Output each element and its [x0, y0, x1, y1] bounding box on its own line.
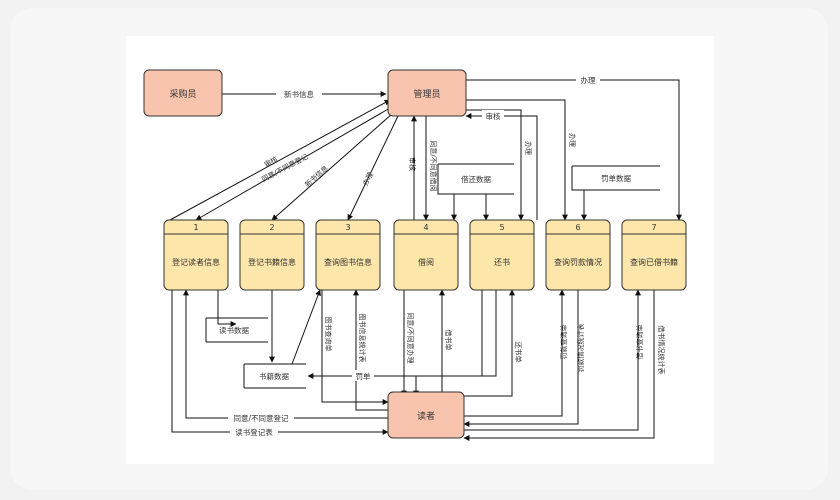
process-5-label: 还书	[494, 257, 510, 267]
process-3[interactable]: 3 查询图书信息	[315, 219, 381, 291]
process-4[interactable]: 4 借阅	[393, 219, 459, 291]
process-3-label: 查询图书信息	[324, 257, 372, 267]
flow-return-slip	[462, 289, 515, 397]
flow-handle-top	[466, 79, 682, 221]
flow-5-to-reader	[413, 290, 497, 397]
flow-borrow-store-4	[437, 164, 457, 221]
flow-agree-bottom	[183, 289, 388, 419]
flow-register-table	[171, 290, 389, 435]
flow-6-fine-req	[464, 289, 565, 417]
label-fine-slip: 罚单	[356, 371, 371, 381]
entity-admin[interactable]: 管理员	[387, 69, 467, 117]
store-reader-data: 读书数据	[219, 325, 249, 335]
label-borrow-4-req: 借书单	[444, 330, 453, 351]
process-5-num: 5	[499, 223, 504, 232]
label-fine-6-req: 罚款查询单	[559, 325, 568, 360]
store-book-data: 书籍数据	[259, 371, 289, 381]
flow-fine-slip	[307, 290, 483, 379]
process-4-num: 4	[423, 223, 428, 232]
label-new-book-info-2: 新书信息	[303, 163, 330, 188]
label-handle-5: 办理	[524, 141, 533, 155]
flow-7-borrowed-res	[463, 290, 655, 441]
label-borrowed-7-req: 借书查询单	[635, 325, 644, 360]
flow-handle-6	[466, 99, 568, 221]
label-borrow-reply: 同意/不同意借阅	[429, 140, 438, 191]
process-4-label: 借阅	[418, 257, 434, 267]
label-handle-3: 办理	[361, 171, 376, 188]
flow-agree-1	[195, 107, 391, 221]
process-1-num: 1	[193, 223, 198, 232]
process-7-num: 7	[651, 223, 656, 232]
flow-1-reader-store	[217, 288, 237, 327]
store-fine-data: 罚单数据	[601, 173, 631, 183]
flow-audit-1	[169, 99, 391, 221]
flow-fine-store-6	[571, 166, 587, 221]
flow-6-fine-res	[463, 290, 579, 427]
entity-purchaser[interactable]: 采购员	[143, 69, 223, 117]
label-borrow-4-res: 同意/不同意办理	[406, 312, 415, 363]
store-borrow-data: 借还数据	[461, 174, 491, 184]
entity-reader[interactable]: 读者	[387, 391, 465, 439]
process-7[interactable]: 7 查询已借书籍	[621, 219, 687, 291]
process-5[interactable]: 5 还书	[469, 219, 535, 291]
process-1[interactable]: 1 登记读者信息	[163, 219, 229, 291]
process-7-label: 查询已借书籍	[630, 257, 678, 267]
flow-book-store-3	[291, 289, 321, 365]
flow-audit-5	[465, 113, 538, 220]
label-query-3-res: 图书查询单	[324, 317, 333, 352]
process-2[interactable]: 2 登记书籍信息	[239, 219, 305, 291]
process-2-label: 登记书籍信息	[248, 257, 296, 267]
flow-3-query-req	[353, 289, 388, 411]
flow-handle-3	[347, 115, 399, 221]
process-6-label: 查询罚款情况	[554, 257, 602, 267]
process-3-num: 3	[345, 223, 350, 232]
label-register-table: 读书登记表	[235, 427, 273, 437]
process-1-label: 登记读者信息	[172, 257, 220, 267]
label-fine-6-res: 罚款情况统计表	[576, 324, 585, 373]
entity-admin-label: 管理员	[413, 88, 440, 100]
label-return-5: 还书单	[514, 342, 523, 363]
process-6-num: 6	[575, 223, 580, 232]
label-audit-right: 审核	[486, 111, 501, 121]
entity-purchaser-label: 采购员	[169, 88, 196, 100]
flow-7-borrowed-req	[464, 289, 641, 431]
label-new-book-info: 新书信息	[284, 89, 314, 99]
flow-handle-5	[466, 109, 524, 221]
label-handle-top: 办理	[581, 75, 596, 85]
label-query-3-req: 图书信息统计表	[358, 314, 367, 363]
label-audit-1: 审核	[263, 155, 280, 170]
data-flow-diagram: 采购员 管理员 读者 1 登记读者信息 2 登记书籍信息	[143, 69, 687, 441]
label-agree-bottom: 同意/不同意登记	[233, 413, 289, 423]
label-borrowed-7-res: 借书情况统计表	[657, 326, 666, 375]
flow-3-query-res	[321, 290, 389, 405]
process-2-num: 2	[269, 223, 274, 232]
flow-new-book-2	[271, 113, 393, 221]
diagram-canvas: 采购员 管理员 读者 1 登记读者信息 2 登记书籍信息	[126, 36, 714, 464]
process-6[interactable]: 6 查询罚款情况	[545, 219, 611, 291]
label-audit-4: 审核	[408, 157, 417, 171]
entity-reader-label: 读者	[417, 410, 435, 422]
label-handle-6: 办理	[568, 133, 577, 147]
